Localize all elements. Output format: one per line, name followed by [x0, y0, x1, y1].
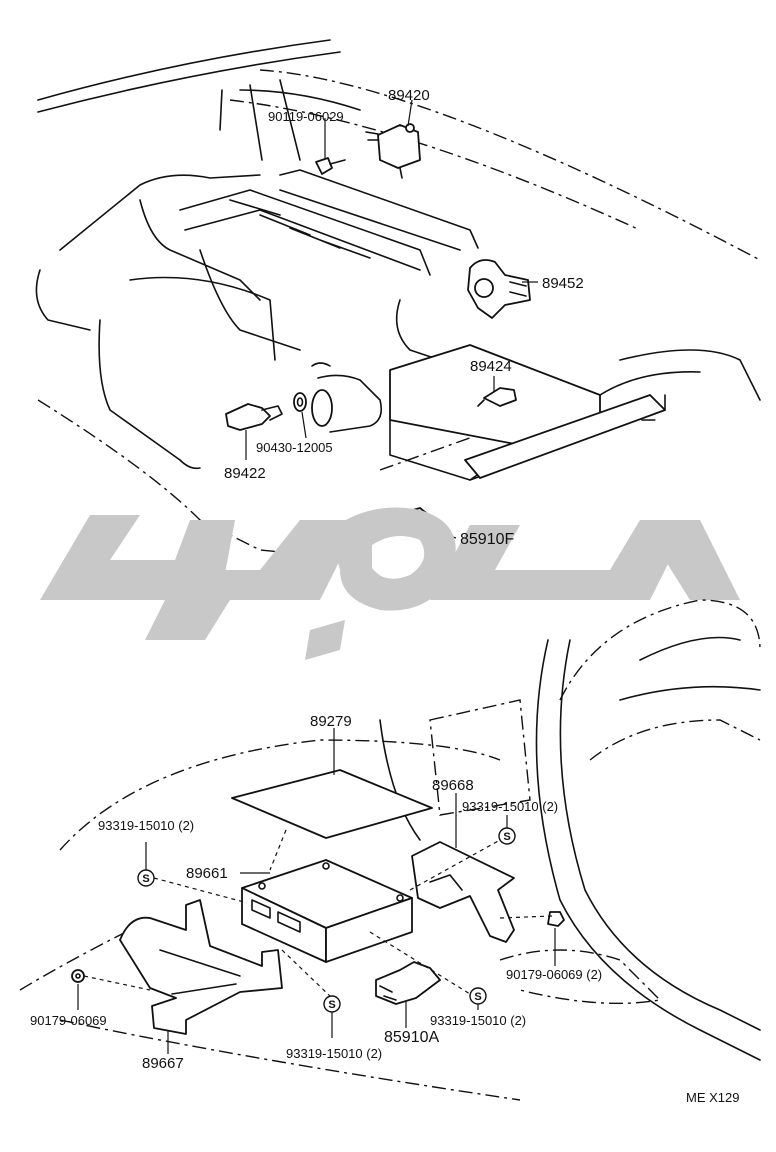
part-89424-temp-sensor[interactable] — [477, 387, 517, 407]
figure-code: ME X129 — [686, 1090, 739, 1105]
part-89422-water-temp-sensor[interactable] — [225, 403, 283, 431]
s-nut-symbol-center: S — [323, 995, 341, 1038]
label-89422: 89422 — [224, 465, 266, 482]
label-85910F: 85910F — [460, 531, 514, 548]
s-nut-symbol-lower-right: S — [469, 987, 487, 1010]
label-89452: 89452 — [542, 275, 584, 292]
part-number-labels: 89420 90119-06029 89452 89424 90430-1200… — [30, 87, 739, 1105]
svg-text:S: S — [474, 991, 481, 1003]
engine-bay-illustration — [35, 39, 761, 561]
label-90119-06029: 90119-06029 — [268, 109, 344, 124]
part-89667-bracket[interactable] — [119, 899, 283, 1054]
label-90179-06069-left: 90179-06069 — [30, 1013, 107, 1028]
part-89420-vsv[interactable] — [365, 123, 421, 179]
label-89420: 89420 — [388, 87, 430, 104]
part-89661-ecu[interactable] — [240, 859, 413, 963]
label-93319-15010-left: 93319-15010 (2) — [98, 818, 194, 833]
nut-90179-right[interactable] — [547, 911, 565, 966]
label-90179-06069-right: 90179-06069 (2) — [506, 967, 602, 982]
label-93319-15010-lower-right: 93319-15010 (2) — [430, 1013, 526, 1028]
svg-text:S: S — [142, 873, 149, 885]
part-90119-bolt[interactable] — [315, 157, 346, 175]
part-85910A-relay[interactable] — [375, 961, 441, 1028]
s-nut-symbol-left: S — [137, 842, 155, 887]
label-90430-12005: 90430-12005 — [256, 440, 333, 455]
label-93319-15010-center: 93319-15010 (2) — [286, 1046, 382, 1061]
part-89452-throttle-sensor[interactable] — [467, 259, 531, 319]
label-85910A: 85910A — [384, 1029, 439, 1046]
s-nut-symbol-right: S — [498, 815, 516, 845]
label-89279: 89279 — [310, 713, 352, 730]
svg-text:S: S — [328, 999, 335, 1011]
nut-90179-left[interactable] — [71, 969, 85, 1010]
part-90430-gasket[interactable] — [293, 392, 307, 412]
part-89279-cover[interactable] — [231, 728, 433, 839]
interior-illustration — [19, 599, 761, 1101]
assembly-dotted-lines — [83, 829, 553, 997]
watermark — [40, 507, 740, 660]
label-89667: 89667 — [142, 1055, 184, 1072]
label-89424: 89424 — [470, 358, 512, 375]
label-93319-15010-right: 93319-15010 (2) — [462, 799, 558, 814]
label-89661: 89661 — [186, 865, 228, 882]
part-89668-bracket[interactable] — [411, 793, 515, 943]
label-89668: 89668 — [432, 777, 474, 794]
svg-text:S: S — [503, 831, 510, 843]
